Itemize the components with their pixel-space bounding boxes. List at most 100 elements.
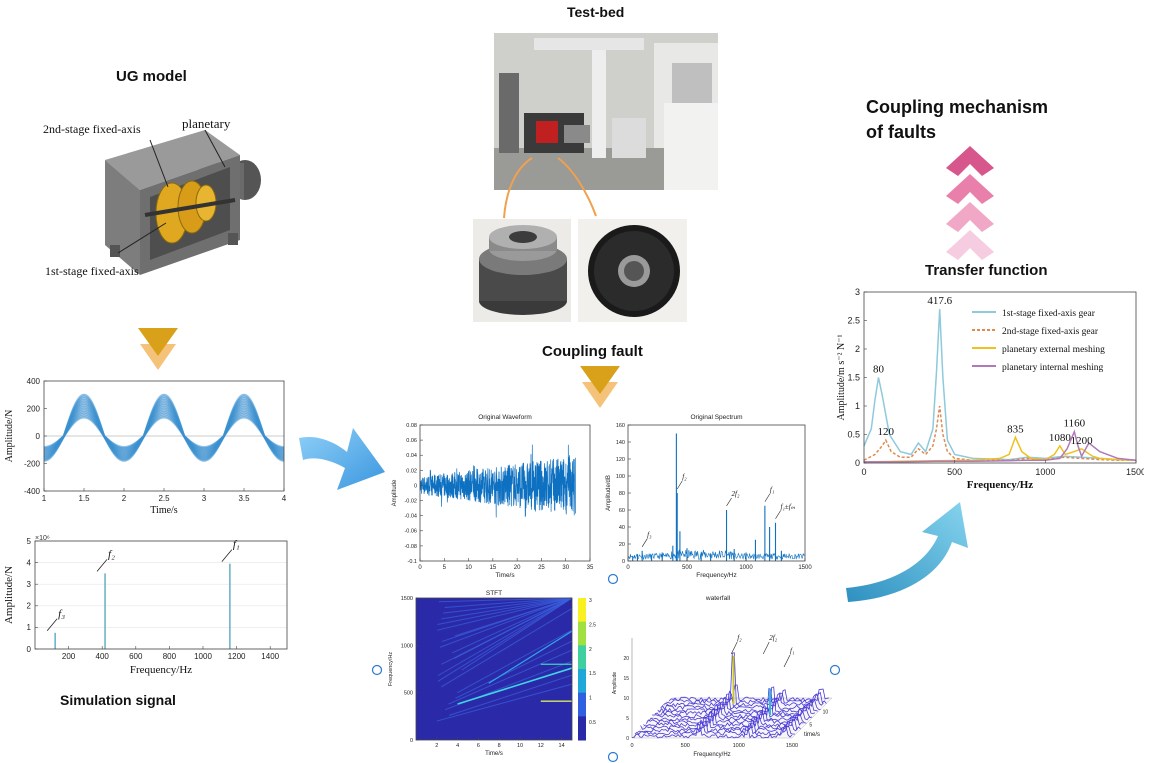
coupling-fault-title: Coupling fault xyxy=(542,343,643,360)
x-tick-label: 30 xyxy=(562,565,569,571)
y-tick-label: 400 xyxy=(27,377,41,386)
y-axis-label: Amplitude/m s⁻² N⁻¹ xyxy=(836,335,847,421)
x-tick-label: 10 xyxy=(465,565,472,571)
down-arrow-left xyxy=(138,328,178,370)
peak-leader xyxy=(221,549,233,562)
x-tick-label: 0 xyxy=(630,743,633,749)
plot-frame xyxy=(415,597,573,741)
x-tick-label: 6 xyxy=(477,743,480,749)
ug-model-title: UG model xyxy=(116,68,187,85)
peak-annotation: f₁ xyxy=(790,647,794,655)
wave-band xyxy=(43,395,285,461)
waterfall-trace xyxy=(632,722,793,739)
x-tick-label: 500 xyxy=(947,467,962,477)
stft-ridge xyxy=(457,667,573,705)
chart-title: waterfall xyxy=(705,595,731,602)
panel-marker-4 xyxy=(607,751,619,763)
waterfall-trace xyxy=(657,686,818,713)
peak-annotation: f₃ xyxy=(58,608,65,620)
y-tick-label: 120 xyxy=(616,457,625,463)
y-tick-label: 4 xyxy=(27,558,32,567)
waterfall-chart: 0500100015000510152051015Frequency/HzAmp… xyxy=(612,595,833,758)
wave-band xyxy=(43,404,285,456)
simulation-signal-title: Simulation signal xyxy=(60,692,176,708)
test-bed-title: Test-bed xyxy=(567,4,625,20)
x-tick-label: 0 xyxy=(626,565,630,571)
waterfall-trace xyxy=(668,684,830,702)
chart-title: Original Spectrum xyxy=(690,414,742,421)
x-axis-label: Frequency/Hz xyxy=(130,664,192,676)
peak-leader xyxy=(96,559,108,572)
y-tick-label: 0 xyxy=(36,432,41,441)
chart-title: Original Waveform xyxy=(478,414,532,421)
y-tick-label: -0.06 xyxy=(404,529,417,535)
peak-annotation: 417.6 xyxy=(927,295,952,307)
y-tick-label: 100 xyxy=(616,474,625,480)
ug-model-drawing xyxy=(105,129,261,275)
x-tick-label: 25 xyxy=(538,565,545,571)
x-tick-label: 8 xyxy=(498,743,501,749)
x-tick-label: 10 xyxy=(517,743,523,749)
y-tick-label: 2 xyxy=(27,602,32,611)
peak-annotation: 1080 xyxy=(1049,432,1072,444)
coupling-mechanism-title-1: Coupling mechanism xyxy=(866,97,1049,117)
ug-label-planetary: planetary xyxy=(182,116,231,131)
colorbar-band xyxy=(578,692,586,717)
coupling-mechanism-title-2: of faults xyxy=(866,122,936,142)
waterfall-trace xyxy=(648,704,810,722)
wave-band xyxy=(43,412,285,451)
spectrum-floor xyxy=(627,549,806,561)
x-tick-label: 3.5 xyxy=(238,494,250,503)
x-axis-label: Frequency/Hz xyxy=(967,479,1034,491)
plot-frame xyxy=(627,424,806,562)
wave-band xyxy=(43,393,285,462)
scale-label: ×10⁶ xyxy=(35,535,50,542)
y-tick-label: 5 xyxy=(626,716,629,722)
stft-ridge xyxy=(437,597,573,682)
y-tick-label: 3 xyxy=(27,580,32,589)
peak-leader xyxy=(764,493,771,502)
y-tick-label: 10 xyxy=(623,696,629,702)
y-tick-label: 0.06 xyxy=(406,438,417,444)
stft-ridge xyxy=(488,630,573,684)
y-tick-label: 1.5 xyxy=(847,373,860,383)
stft-ridge xyxy=(442,597,573,614)
y-tick-label: 1 xyxy=(27,623,32,632)
x-tick-label: 500 xyxy=(682,565,693,571)
panel-marker-1 xyxy=(607,573,619,585)
wave-band xyxy=(43,405,285,455)
wave-band xyxy=(43,411,285,452)
chart-title: STFT xyxy=(486,590,502,597)
blue-arrow-right xyxy=(299,428,385,490)
y-tick-label: 0 xyxy=(622,559,625,565)
panel-marker-3 xyxy=(829,664,841,676)
x-tick-label: 12 xyxy=(538,743,544,749)
x-tick-label: 1200 xyxy=(228,652,246,661)
stft-ridge xyxy=(438,597,573,603)
x-tick-label: 500 xyxy=(681,743,690,749)
x-tick-label: 2.5 xyxy=(158,494,170,503)
x-axis-label: Time/s xyxy=(150,505,178,515)
waterfall-trace xyxy=(637,717,798,734)
stft-ridge xyxy=(451,597,573,654)
y-tick-label: 1 xyxy=(855,401,860,411)
peak-leader xyxy=(775,510,781,519)
series-line xyxy=(863,405,1136,461)
colorbar-band xyxy=(578,716,586,741)
peak-leader xyxy=(783,654,791,668)
stft-ridge xyxy=(437,597,573,625)
colorbar-band xyxy=(578,645,586,670)
y-axis-label: Frequency/Hz xyxy=(388,652,394,686)
transfer-function-title: Transfer function xyxy=(925,262,1048,279)
z-axis-label: time/s xyxy=(804,732,820,738)
y-tick-label: 140 xyxy=(616,440,625,446)
colorbar-tick-label: 1.5 xyxy=(589,671,596,677)
x-tick-label: 1000 xyxy=(733,743,745,749)
peak-annotation: 1160 xyxy=(1064,418,1086,430)
y-tick-label: 0 xyxy=(410,738,413,744)
stft-ridge xyxy=(453,597,573,660)
y-tick-label: 0.04 xyxy=(406,453,417,459)
